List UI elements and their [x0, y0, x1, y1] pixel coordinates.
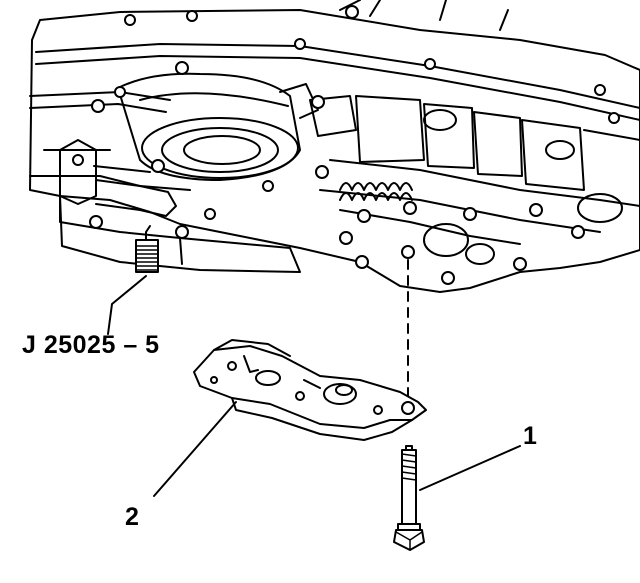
leader-part-2 [153, 401, 237, 497]
leader-part-1 [419, 445, 521, 491]
leader-tool [107, 275, 147, 335]
plate-part-2 [193, 339, 427, 441]
tube-bracket [59, 139, 177, 217]
case-bolts [89, 10, 620, 285]
callout-part-1-label: 1 [523, 422, 537, 450]
guide-pin-tool [135, 225, 159, 273]
bolt-part-1 [393, 445, 425, 551]
callout-tool-label: J 25025 – 5 [22, 331, 160, 359]
valve-body-blocks [309, 0, 640, 265]
accumulator-housing [117, 72, 319, 181]
callout-part-2-label: 2 [125, 503, 139, 531]
transmission-case [29, 0, 640, 293]
